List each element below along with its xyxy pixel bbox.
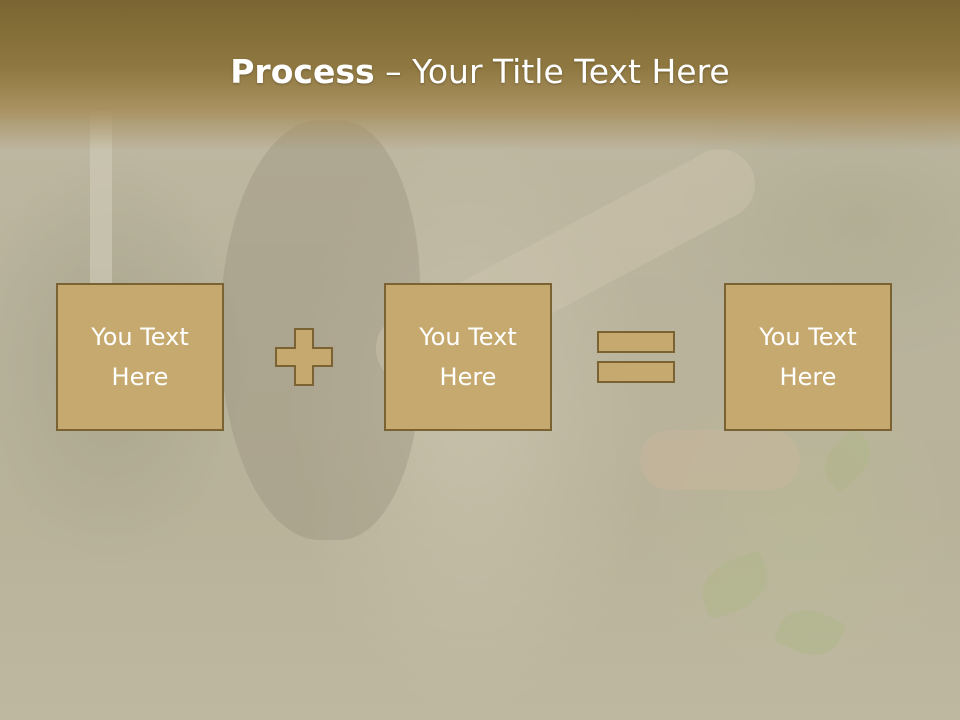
title-band [0, 0, 960, 150]
process-box-1[interactable]: You Text Here [56, 283, 224, 431]
photo-hand [640, 430, 800, 490]
slide-title[interactable]: Process – Your Title Text Here [0, 52, 960, 91]
title-rest: Your Title Text Here [412, 52, 730, 91]
equals-icon [597, 331, 675, 383]
process-box-3[interactable]: You Text Here [724, 283, 892, 431]
title-bold: Process [230, 52, 375, 91]
plus-icon [275, 328, 333, 386]
title-dash: – [374, 52, 413, 91]
process-box-2[interactable]: You Text Here [384, 283, 552, 431]
photo-pole [90, 110, 112, 310]
